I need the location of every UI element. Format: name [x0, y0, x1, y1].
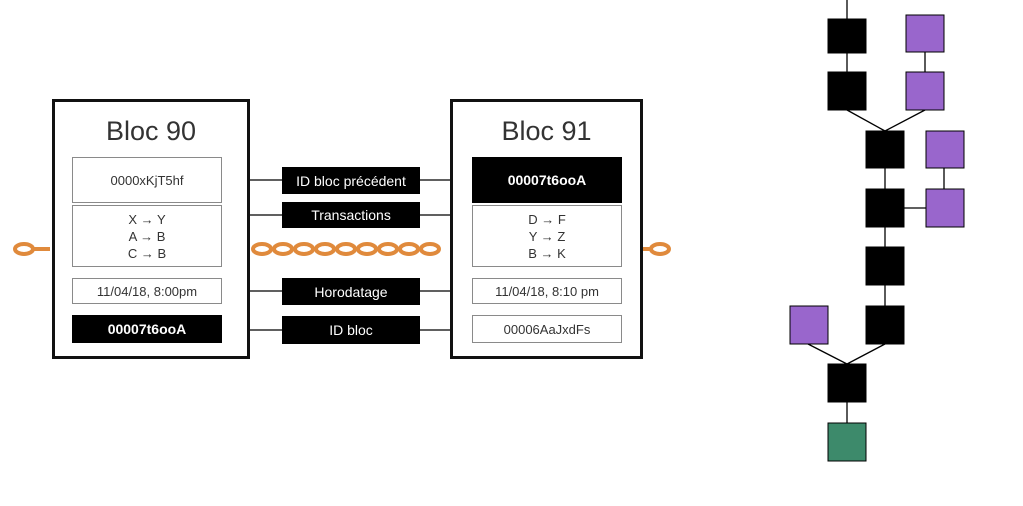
- main-block: [865, 130, 905, 169]
- block-91-prev-id: 00007t6ooA: [472, 157, 622, 203]
- main-block: [827, 18, 867, 54]
- main-block: [827, 363, 867, 403]
- main-block: [865, 246, 905, 286]
- chain-right: [640, 242, 671, 256]
- transaction-item: D → F: [528, 211, 566, 227]
- genesis-block: [827, 422, 867, 462]
- tree-connectors: [807, 0, 945, 423]
- main-block: [865, 188, 905, 228]
- block-90-id: 00007t6ooA: [72, 315, 222, 343]
- orphan-block: [789, 305, 829, 345]
- tree-blocks: [789, 14, 965, 462]
- transaction-item: Y → Z: [528, 228, 566, 244]
- orphan-block: [925, 188, 965, 228]
- block-90-timestamp: 11/04/18, 8:00pm: [72, 278, 222, 304]
- block-90-transactions: X → Y A → B C → B: [72, 205, 222, 267]
- label-timestamp: Horodatage: [282, 278, 420, 305]
- label-prev-id: ID bloc précédent: [282, 167, 420, 194]
- chain-left: [13, 242, 50, 256]
- block-91-transactions: D → F Y → Z B → K: [472, 205, 622, 267]
- block-91-title: Bloc 91: [501, 116, 592, 146]
- block-90-prev-id: 0000xKjT5hf: [72, 157, 222, 203]
- orphan-block: [905, 14, 945, 53]
- transaction-item: X → Y: [128, 211, 166, 227]
- label-transactions: Transactions: [282, 202, 420, 228]
- main-block: [827, 71, 867, 111]
- transaction-item: A → B: [128, 228, 166, 244]
- transaction-item: C → B: [127, 245, 167, 261]
- block-91-timestamp: 11/04/18, 8:10 pm: [472, 278, 622, 304]
- main-block: [865, 305, 905, 345]
- transaction-item: B → K: [528, 245, 566, 261]
- block-90-title: Bloc 90: [105, 116, 197, 146]
- block-91-id: 00006AaJxdFs: [472, 315, 622, 343]
- chain-middle: [251, 242, 441, 256]
- orphan-block: [925, 130, 965, 169]
- orphan-block: [905, 71, 945, 111]
- label-block-id: ID bloc: [282, 316, 420, 344]
